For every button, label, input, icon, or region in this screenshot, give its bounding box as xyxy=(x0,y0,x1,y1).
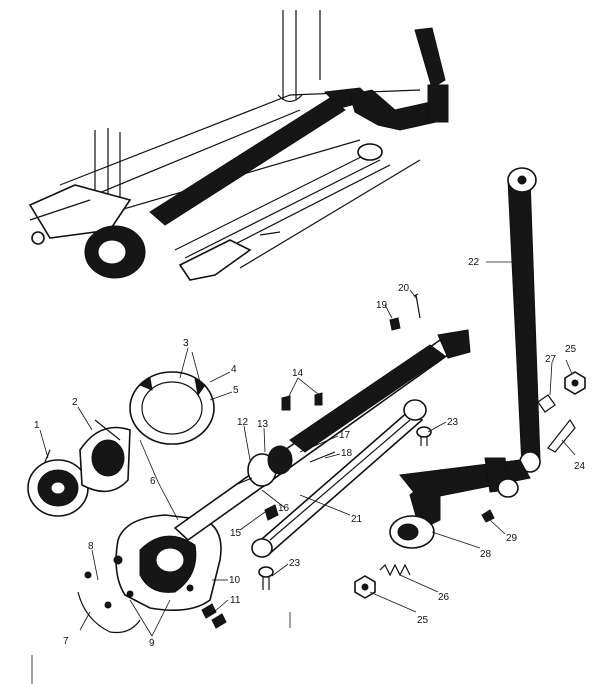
callout-25-lower: 25 xyxy=(417,615,429,626)
callout-28: 28 xyxy=(480,549,492,560)
callout-5: 5 xyxy=(233,385,239,396)
part-7-spring xyxy=(77,571,141,634)
part-23-pin-upper xyxy=(416,426,432,446)
callout-29: 29 xyxy=(506,533,518,544)
part-19-screw xyxy=(389,317,401,331)
callout-20: 20 xyxy=(398,283,410,294)
part-25-nut-upper xyxy=(564,371,586,395)
part-3-hook-ring xyxy=(129,371,215,445)
part-15-screw xyxy=(264,504,279,521)
callout-13: 13 xyxy=(257,419,269,430)
callout-12: 12 xyxy=(237,417,249,428)
callout-18: 18 xyxy=(341,448,353,459)
callout-26: 26 xyxy=(438,592,450,603)
callout-2: 2 xyxy=(72,397,78,408)
part-11-screws xyxy=(201,603,227,629)
part-29-screw xyxy=(481,509,495,523)
part-24-bracket xyxy=(547,418,576,453)
part-1-bobbin-case xyxy=(27,449,89,517)
callout-23-upper: 23 xyxy=(447,417,459,428)
part-10-rotary-hook xyxy=(113,514,222,611)
part-12-hook-shaft xyxy=(173,329,471,542)
part-18-pin xyxy=(309,451,336,463)
callout-17: 17 xyxy=(339,430,351,441)
callout-24: 24 xyxy=(574,461,586,472)
callout-19: 19 xyxy=(376,300,388,311)
part-28-crank xyxy=(389,457,531,549)
part-14-screws xyxy=(281,392,323,411)
callout-8: 8 xyxy=(88,541,94,552)
callout-23-lower: 23 xyxy=(289,558,301,569)
part-20-pin xyxy=(413,293,421,319)
callout-14: 14 xyxy=(292,368,304,379)
callout-9: 9 xyxy=(149,638,155,649)
part-27-link xyxy=(537,394,556,413)
callout-3: 3 xyxy=(183,338,189,349)
callout-labels: 1 2 3 4 5 6 7 8 9 10 11 12 13 14 15 16 1… xyxy=(34,257,586,649)
callout-4: 4 xyxy=(231,364,237,375)
callout-16: 16 xyxy=(278,503,290,514)
callout-25-upper: 25 xyxy=(565,344,577,355)
part-26-spring xyxy=(379,563,411,577)
callout-1: 1 xyxy=(34,420,40,431)
part-22-vertical-link xyxy=(507,167,541,473)
part-25-nut-lower xyxy=(354,575,376,599)
callout-21: 21 xyxy=(351,514,363,525)
machine-base-assembly xyxy=(28,10,449,281)
part-21-connecting-rod xyxy=(251,399,427,558)
part-23-pin-lower xyxy=(258,566,274,590)
callout-10: 10 xyxy=(229,575,241,586)
callout-27: 27 xyxy=(545,354,557,365)
callout-7: 7 xyxy=(63,636,69,647)
leader-lines xyxy=(39,261,576,637)
callout-6: 6 xyxy=(150,476,156,487)
part-2-bobbin-holder xyxy=(79,419,131,493)
callout-11: 11 xyxy=(230,595,241,606)
callout-15: 15 xyxy=(230,528,242,539)
callout-22: 22 xyxy=(468,257,480,268)
